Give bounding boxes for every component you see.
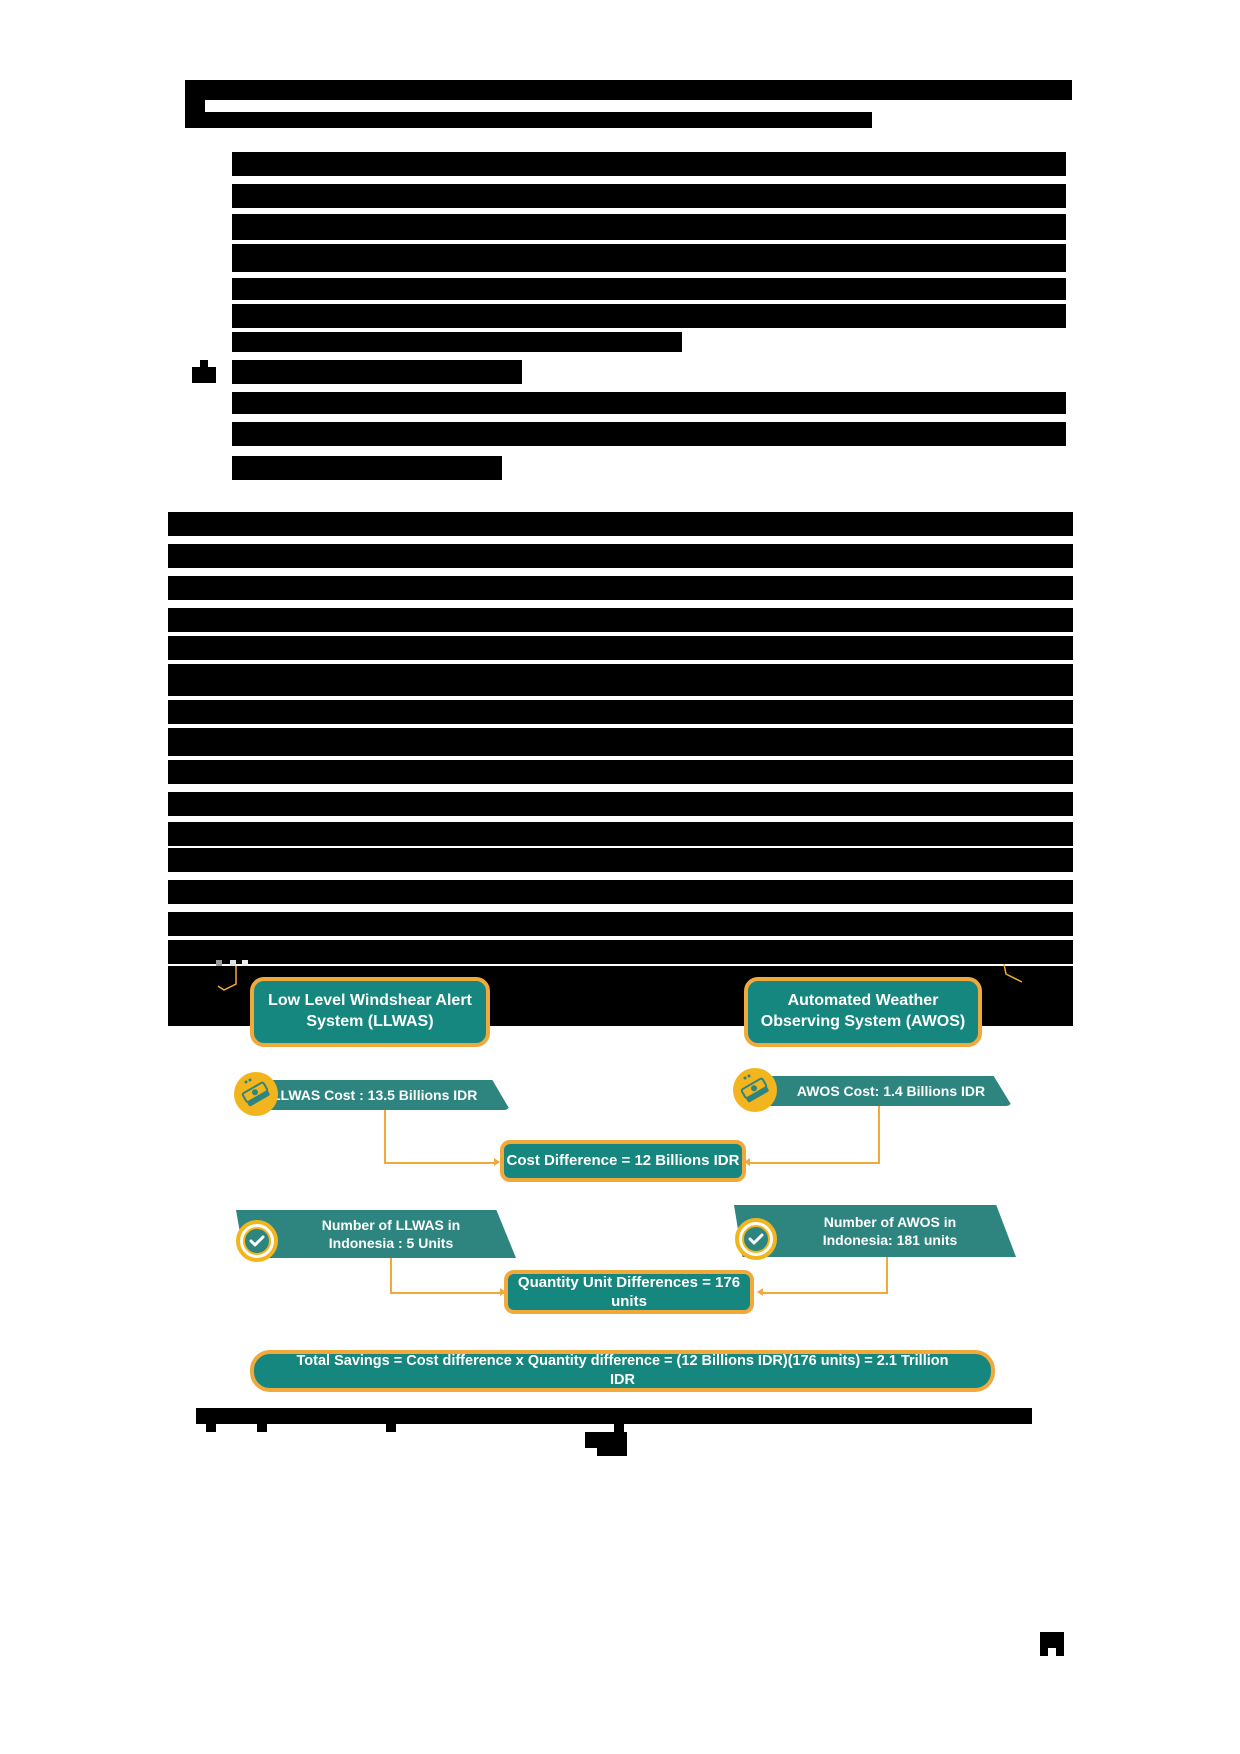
total-savings-box: Total Savings = Cost difference x Quanti… xyxy=(250,1350,995,1392)
connector-line xyxy=(384,1110,498,1164)
llwas-title: Low Level Windshear Alert System (LLWAS) xyxy=(268,992,472,1030)
decor-hexagon-icon xyxy=(216,960,256,1000)
quantity-difference: Quantity Unit Differences = 176 units xyxy=(517,1273,741,1311)
money-stack-icon xyxy=(733,1068,777,1112)
awos-count: Number of AWOS in Indonesia: 181 units xyxy=(822,1213,958,1248)
llwas-cost-banner: LLWAS Cost : 13.5 Billions IDR xyxy=(258,1080,510,1110)
arrow-right-icon xyxy=(500,1288,506,1296)
awos-count-banner: Number of AWOS in Indonesia: 181 units xyxy=(734,1205,1016,1257)
connector-line xyxy=(762,1257,888,1294)
arrow-left-icon xyxy=(757,1288,763,1296)
awos-title: Automated Weather Observing System (AWOS… xyxy=(760,992,966,1030)
money-stack-icon xyxy=(234,1072,278,1116)
total-savings: Total Savings = Cost difference x Quanti… xyxy=(296,1353,949,1388)
awos-title-box: Automated Weather Observing System (AWOS… xyxy=(744,977,982,1047)
bullet-icon-top xyxy=(200,360,208,368)
bullet-icon xyxy=(192,367,216,383)
quantity-difference-box: Quantity Unit Differences = 176 units xyxy=(504,1270,754,1314)
cost-difference-box: Cost Difference = 12 Billions IDR xyxy=(500,1140,746,1182)
arrow-left-icon xyxy=(744,1158,750,1166)
llwas-title-box: Low Level Windshear Alert System (LLWAS) xyxy=(250,977,490,1047)
connector-line xyxy=(748,1106,880,1164)
llwas-count-banner: Number of LLWAS in Indonesia : 5 Units xyxy=(236,1210,516,1258)
awos-cost-banner: AWOS Cost: 1.4 Billions IDR xyxy=(750,1076,1012,1106)
connector-line xyxy=(390,1258,504,1294)
llwas-count: Number of LLWAS in Indonesia : 5 Units xyxy=(321,1216,461,1251)
check-circle-icon xyxy=(735,1218,777,1260)
check-circle-icon xyxy=(236,1220,278,1262)
cost-difference: Cost Difference = 12 Billions IDR xyxy=(506,1152,740,1170)
decor-line-icon xyxy=(1002,960,1032,990)
arrow-right-icon xyxy=(494,1158,500,1166)
awos-cost: AWOS Cost: 1.4 Billions IDR xyxy=(796,1082,986,1099)
llwas-cost: LLWAS Cost : 13.5 Billions IDR xyxy=(272,1086,478,1103)
